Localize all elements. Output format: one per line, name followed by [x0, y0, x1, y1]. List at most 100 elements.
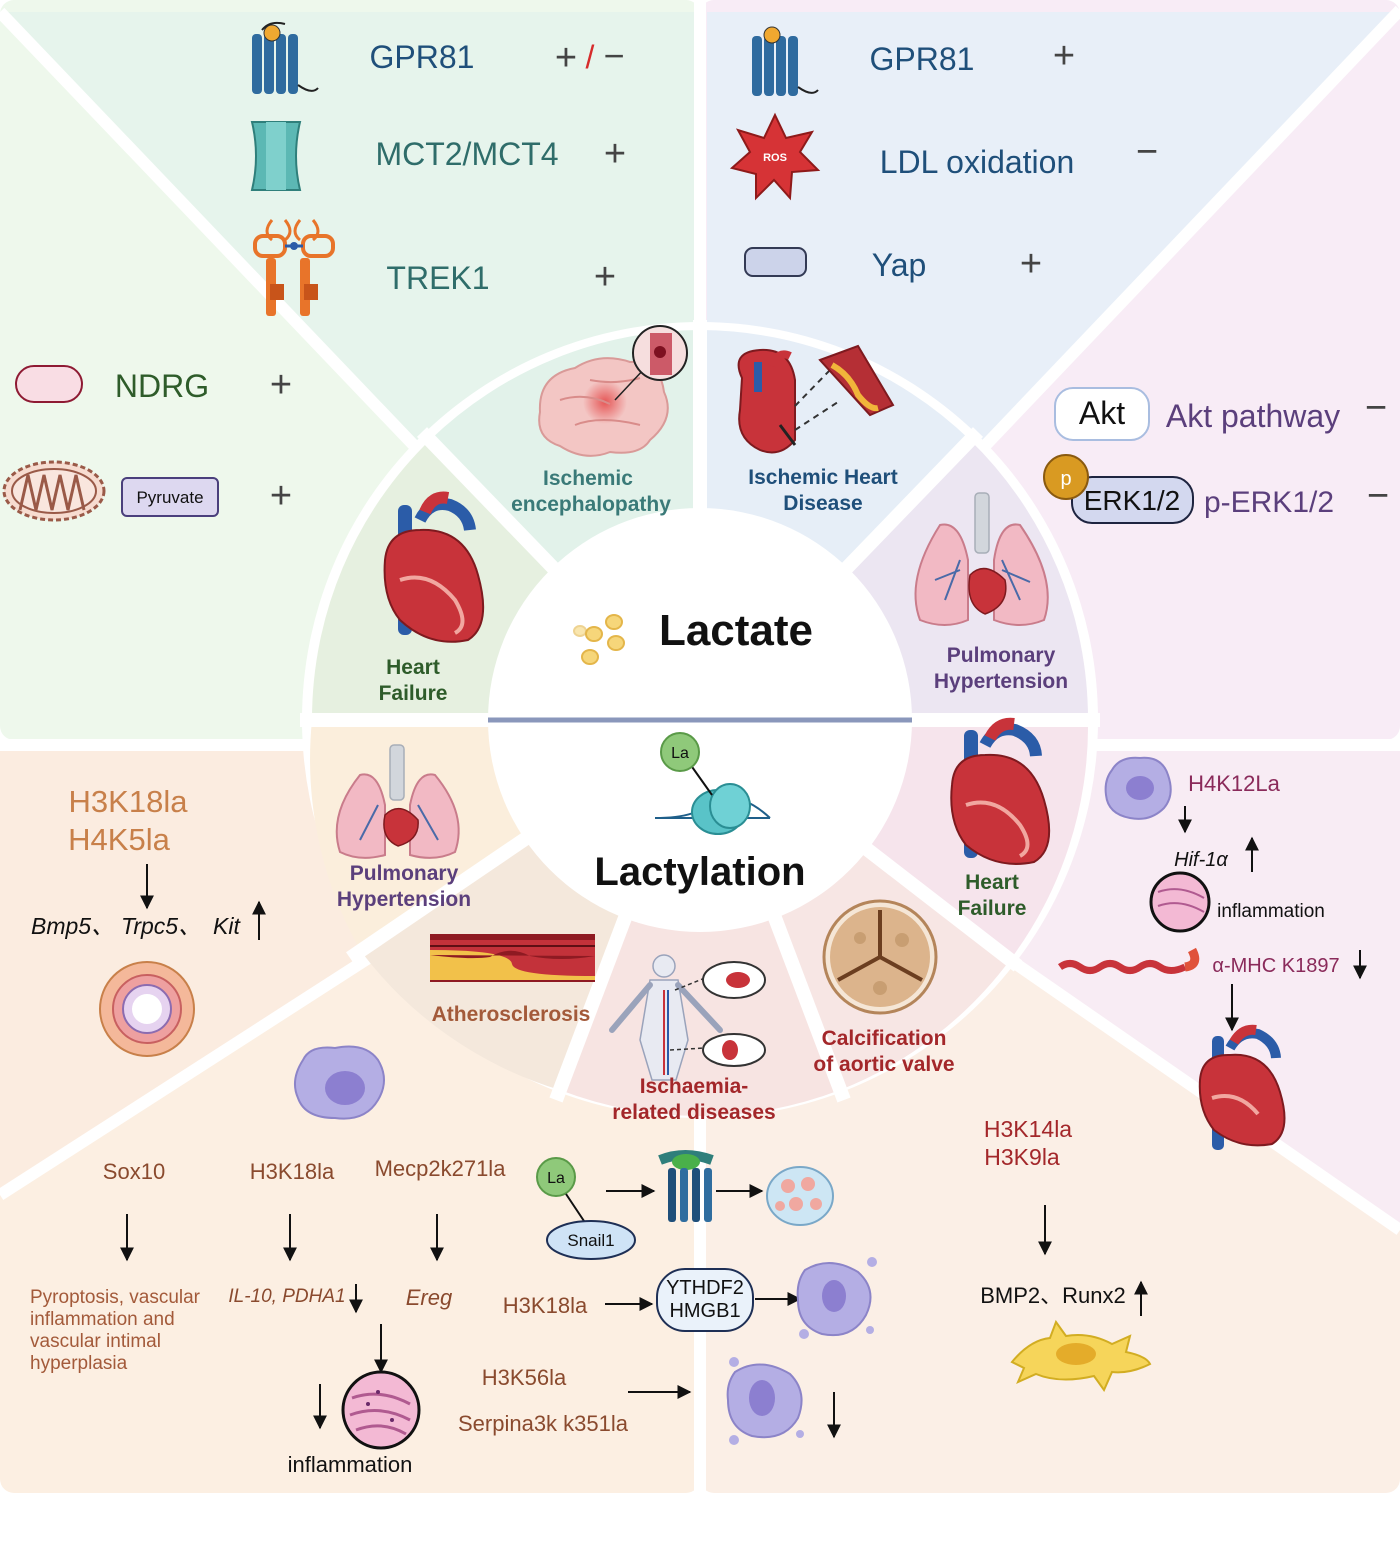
pyroptosis-line-2: inflammation and	[30, 1309, 175, 1330]
ythdf2-hmgb1-box	[656, 1268, 754, 1332]
yap-label: Yap	[872, 247, 927, 283]
tgf-receptor-icon	[658, 1150, 714, 1222]
macrophage-icon-right	[1104, 756, 1172, 820]
label-ischaemia-2: related diseases	[612, 1101, 775, 1124]
gene-kit: Kit	[213, 913, 241, 939]
svg-text:/: /	[586, 39, 595, 75]
pyroptosis-line-1: Pyroptosis, vascular	[30, 1287, 201, 1308]
akt-pathway-label: Akt pathway	[1166, 398, 1340, 434]
serpina-label: Serpina3k k351la	[458, 1411, 629, 1436]
bmp2-runx2-label: BMP2、Runx2	[980, 1283, 1126, 1308]
hif-label: Hif-1α	[1174, 849, 1228, 871]
inflammation-label-right: inflammation	[1217, 901, 1325, 922]
erk-box-label: ERK1/2	[1084, 485, 1181, 516]
snail1-label: Snail1	[567, 1231, 614, 1250]
svg-text:p: p	[1060, 468, 1071, 490]
lactate-molecules-icon	[573, 614, 625, 665]
akt-box	[1054, 387, 1150, 441]
ndrg-sign: +	[270, 364, 292, 406]
apoptotic-cell-icon-2	[726, 1357, 804, 1445]
lungs-icon-top	[914, 492, 1049, 626]
h3k18la-mark: H3K18la	[69, 784, 189, 819]
pyroptosis-line-4: hyperplasia	[30, 1353, 128, 1374]
gpr81-receptor-icon-left	[252, 21, 319, 94]
la-badge-snail	[536, 1157, 576, 1197]
heart-icon-ischemic	[737, 344, 895, 454]
artery-plaque-icon	[430, 934, 595, 982]
mct-sign: +	[604, 133, 626, 175]
pyruvate-label: Pyruvate	[136, 488, 203, 507]
aortic-valve-icon	[822, 899, 938, 1015]
h4k12la-label: H4K12La	[1188, 771, 1281, 796]
ythdf2-label: YTHDF2	[666, 1277, 744, 1299]
wheel	[300, 320, 1100, 1118]
label-ischemic-heart-1: Ischemic Heart	[748, 466, 897, 489]
label-heart-failure-top-1: Heart	[386, 656, 440, 679]
ereg-label: Ereg	[406, 1285, 453, 1310]
mct-transporter-icon	[250, 121, 302, 191]
gene-bmp5: Bmp5、	[31, 913, 114, 939]
cell-cluster-icon	[766, 1166, 834, 1226]
h4k5la-mark: H4K5la	[68, 822, 170, 857]
ros-burst-icon: ROS	[729, 112, 821, 201]
macrophage-icon-left	[293, 1045, 385, 1120]
svg-text:ROS: ROS	[763, 152, 787, 164]
label-calcification-1: Calcification	[822, 1027, 947, 1050]
yap-sign: +	[1020, 243, 1042, 285]
heart-icon-failure-bottom	[950, 717, 1051, 865]
osteoblast-cell-icon	[1010, 1319, 1152, 1393]
label-heart-failure-bottom-1: Heart	[965, 871, 1019, 894]
perk-label: p-ERK1/2	[1204, 486, 1334, 519]
label-heart-failure-top-2: Failure	[379, 682, 448, 705]
il10-pdha1-label: IL-10, PDHA1	[228, 1286, 345, 1307]
pyruvate-sign: +	[270, 475, 292, 517]
label-ischemic-encephalopathy-2: encephalopathy	[511, 493, 671, 516]
inflamed-tissue-icon-left	[341, 1370, 421, 1450]
human-body-icon	[609, 954, 766, 1081]
gpr81-label-right: GPR81	[870, 41, 975, 77]
mecp2-label: Mecp2k271la	[375, 1156, 507, 1181]
svg-text:La: La	[547, 1170, 565, 1187]
akt-box-label: Akt	[1079, 395, 1125, 431]
label-pulm-bottom-2: Hypertension	[337, 888, 471, 911]
apoptotic-cell-icon-1	[796, 1257, 877, 1339]
gene-trpc5: Trpc5、	[121, 913, 201, 939]
trek1-label: TREK1	[386, 260, 489, 296]
nucleosome-icon: La	[654, 732, 771, 835]
label-pulm-top-2: Hypertension	[934, 670, 1068, 693]
lactylation-title: Lactylation	[594, 850, 805, 894]
sox10-label: Sox10	[103, 1159, 165, 1184]
gpr81-label-left: GPR81	[370, 39, 475, 75]
h3k9la-mark: H3K9la	[984, 1144, 1060, 1170]
label-ischemic-heart-2: Disease	[783, 492, 862, 515]
akt-sign: −	[1365, 387, 1387, 429]
trek1-channel-icon	[253, 219, 335, 316]
h3k14la-mark: H3K14la	[984, 1116, 1072, 1142]
lactate-title: Lactate	[659, 606, 813, 655]
svg-text:La: La	[671, 745, 689, 762]
svg-text:+: +	[555, 37, 577, 79]
heart-icon-right	[1198, 1024, 1286, 1150]
erk-box	[1071, 476, 1194, 524]
gpr81-sign-right: +	[1053, 35, 1075, 77]
yap-protein-icon	[744, 247, 807, 277]
ndrg-protein-icon	[15, 365, 83, 403]
mitochondrion-icon	[2, 460, 106, 522]
h3k56la-label: H3K56la	[482, 1365, 567, 1390]
ldl-sign: −	[1136, 131, 1158, 173]
snail1-protein	[546, 1220, 636, 1260]
hmgb1-label: HMGB1	[669, 1300, 740, 1322]
myosin-fiber-icon	[1057, 947, 1200, 974]
la-badge-center	[660, 732, 700, 772]
mhc-label: α-MHC K1897	[1212, 955, 1339, 977]
label-pulm-bottom-1: Pulmonary	[350, 862, 459, 885]
brain-icon	[538, 325, 688, 457]
ndrg-label: NDRG	[115, 368, 209, 404]
ldl-label: LDL oxidation	[880, 144, 1075, 180]
phospho-badge	[1043, 454, 1089, 500]
gpr81-receptor-icon-right	[752, 26, 819, 96]
inflammation-label-left: inflammation	[288, 1452, 413, 1477]
trek1-sign: +	[594, 256, 616, 298]
svg-text:−: −	[603, 35, 624, 76]
